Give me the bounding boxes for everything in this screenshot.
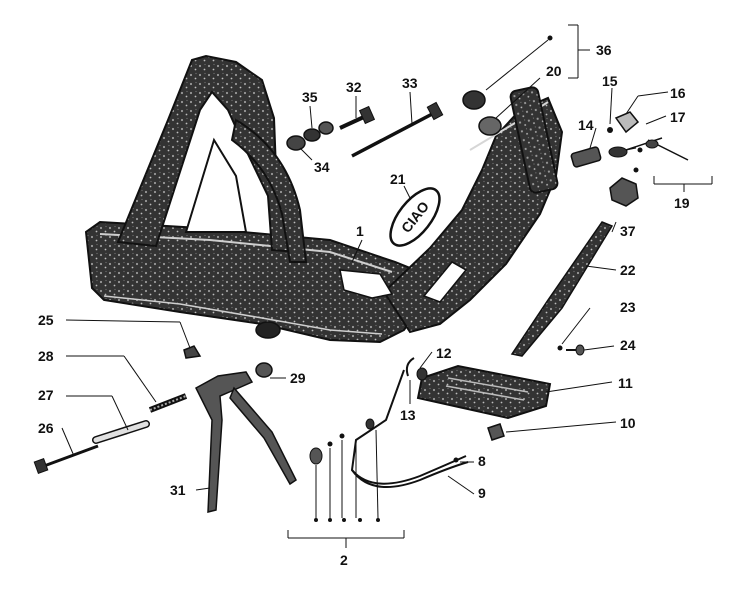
callout-29: 29 (290, 370, 306, 386)
part-12-13-hook (405, 357, 428, 381)
part-26-pivot-bolt (33, 444, 99, 474)
frame-rear-fender (230, 118, 308, 263)
callout-27: 27 (38, 387, 54, 403)
callout-31: 31 (170, 482, 186, 498)
part-8-cable-end (453, 457, 459, 463)
callout-20: 20 (546, 63, 562, 79)
callout-25: 25 (38, 312, 54, 328)
part-2-small-items (309, 418, 380, 522)
callout-17: 17 (670, 109, 686, 125)
part-22-side-strip (510, 221, 614, 357)
leader-lines (61, 24, 713, 548)
callout-13: 13 (400, 407, 416, 423)
callout-36: 36 (596, 42, 612, 58)
callout-9: 9 (478, 485, 486, 501)
part-14-sleeve (570, 146, 602, 168)
callout-35: 35 (302, 89, 318, 105)
callout-21: 21 (390, 171, 406, 187)
callout-11: 11 (618, 375, 633, 391)
part-32-bolt (339, 105, 376, 130)
frame-front-column (382, 96, 564, 334)
part-37-cap-nut (609, 177, 639, 207)
callout-16: 16 (670, 85, 686, 101)
callout-14: 14 (578, 117, 594, 133)
part-20-bearing-cups (462, 90, 502, 136)
part-29-spring-cup (255, 362, 273, 378)
callout-8: 8 (478, 453, 486, 469)
callout-12: 12 (436, 345, 452, 361)
part-11-footboard (416, 364, 552, 420)
part-10-plate (487, 423, 505, 441)
part-36-grease-nipple (485, 35, 553, 91)
head-tube (509, 86, 559, 194)
callout-34: 34 (314, 159, 330, 175)
callout-2: 2 (340, 552, 348, 568)
callout-1: 1 (356, 223, 364, 239)
part-33-long-bolt (351, 101, 444, 158)
part-34-35-nuts (286, 121, 334, 151)
part-25-bracket (183, 345, 202, 359)
callout-24: 24 (620, 337, 636, 353)
callout-15: 15 (602, 73, 618, 89)
callout-22: 22 (620, 262, 636, 278)
callout-33: 33 (402, 75, 418, 91)
callout-labels: 1 2 8 9 10 11 12 13 14 15 16 17 19 20 21… (38, 42, 690, 568)
callout-10: 10 (620, 415, 636, 431)
callout-26: 26 (38, 420, 54, 436)
callout-28: 28 (38, 348, 54, 364)
part-28-spring (148, 393, 188, 413)
part-9-cable (350, 369, 469, 488)
scooter-frame (84, 54, 564, 344)
part-31-center-stand (195, 371, 297, 513)
part-27-tube (92, 420, 150, 444)
part-19-cable-clamp (608, 137, 689, 173)
callout-23: 23 (620, 299, 636, 315)
callout-19: 19 (674, 195, 690, 211)
callout-32: 32 (346, 79, 362, 95)
part-23-24-screw (557, 344, 585, 356)
ciao-badge: CIAO (389, 187, 441, 247)
callout-37: 37 (620, 223, 636, 239)
